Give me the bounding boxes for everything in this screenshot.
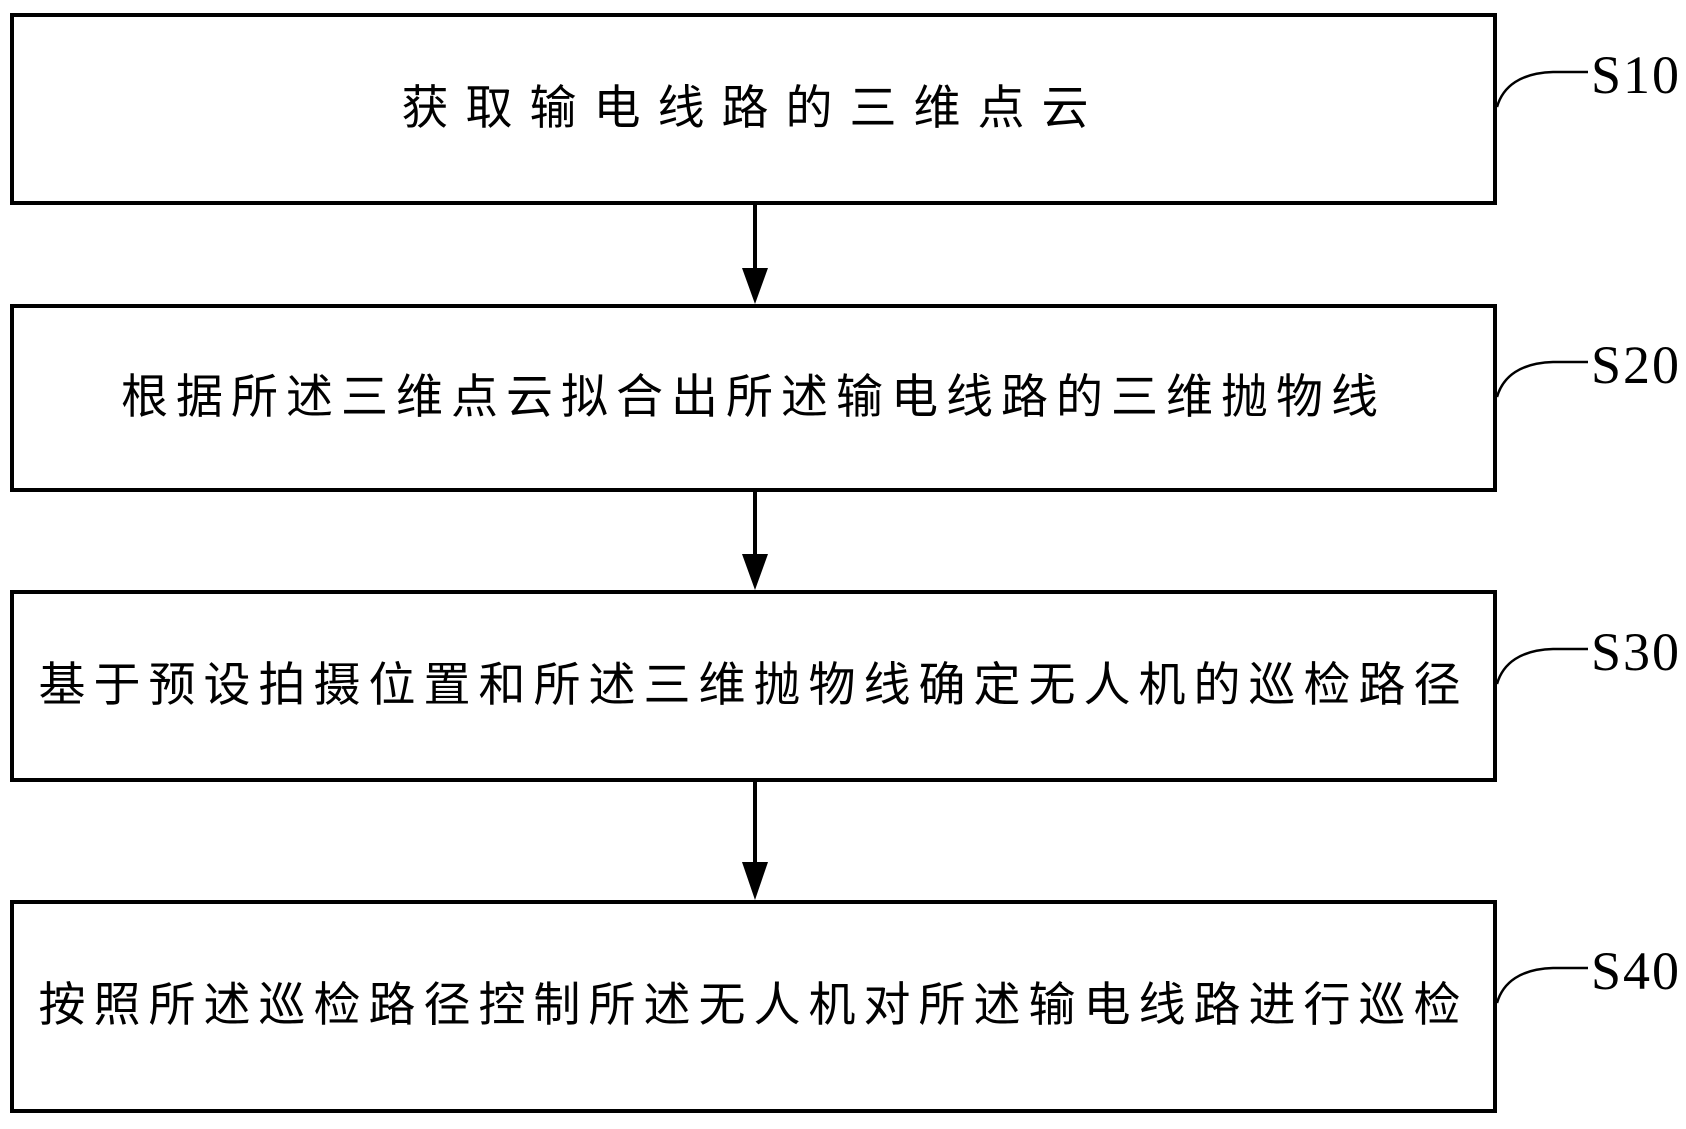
step-box-s40: 按照所述巡检路径控制所述无人机对所述输电线路进行巡检 xyxy=(10,900,1497,1113)
step-text-s20: 根据所述三维点云拟合出所述输电线路的三维抛物线 xyxy=(121,371,1386,424)
step-text-s10: 获取输电线路的三维点云 xyxy=(401,82,1106,135)
arrow-down-icon xyxy=(742,492,768,590)
leader-line-s40 xyxy=(1495,966,1588,1004)
arrow-down-icon xyxy=(742,782,768,900)
step-text-s40: 按照所述巡检路径控制所述无人机对所述输电线路进行巡检 xyxy=(38,980,1469,1033)
step-box-s30: 基于预设拍摄位置和所述三维抛物线确定无人机的巡检路径 xyxy=(10,590,1497,782)
leader-line-s20 xyxy=(1495,360,1588,398)
step-text-s30: 基于预设拍摄位置和所述三维抛物线确定无人机的巡检路径 xyxy=(38,659,1469,712)
step-label-s10: S10 xyxy=(1591,45,1682,105)
step-box-s20: 根据所述三维点云拟合出所述输电线路的三维抛物线 xyxy=(10,304,1497,492)
step-label-s40: S40 xyxy=(1591,941,1682,1001)
leader-line-s30 xyxy=(1495,647,1588,685)
step-box-s10: 获取输电线路的三维点云 xyxy=(10,13,1497,205)
leader-line-s10 xyxy=(1495,70,1588,108)
step-label-s20: S20 xyxy=(1591,335,1682,395)
arrow-down-icon xyxy=(742,205,768,304)
step-label-s30: S30 xyxy=(1591,622,1682,682)
